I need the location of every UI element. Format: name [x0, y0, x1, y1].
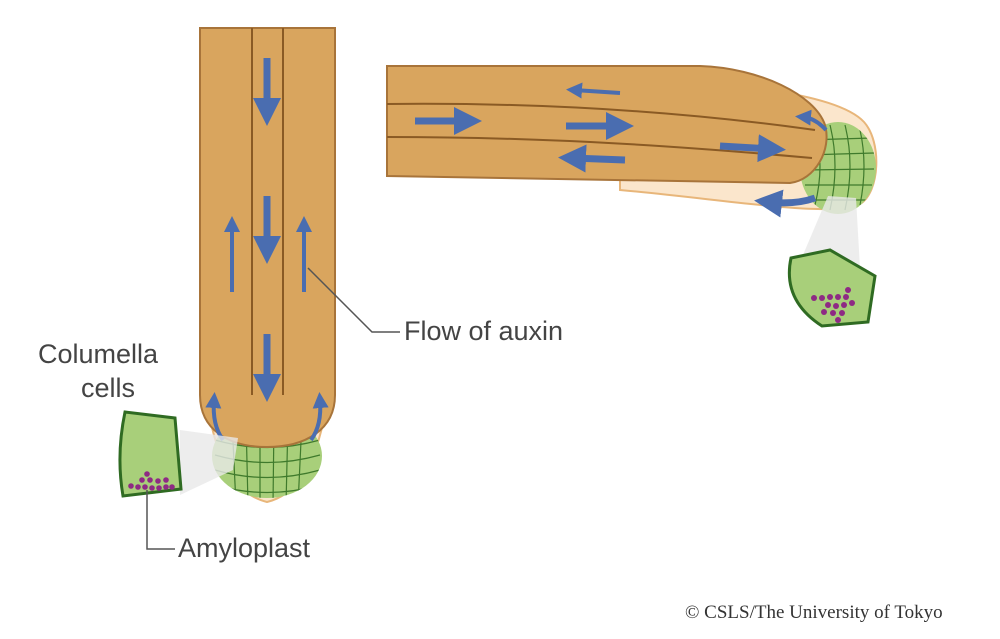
horizontal-root: [386, 65, 878, 218]
amyloplast-leader: [146, 490, 175, 550]
columella-cell-magnified-left: [118, 410, 238, 498]
horizontal-auxin-return-arrows: [558, 82, 828, 218]
columella-cells-label-line2: cells: [81, 373, 136, 403]
copyright-notice: © CSLS/The University of Tokyo: [685, 602, 943, 623]
columella-cell-magnified-right: [787, 196, 877, 328]
flow-of-auxin-label: Flow of auxin: [404, 316, 564, 346]
columella-cells-label-line1: Columella: [38, 339, 159, 369]
amyloplast-label: Amyloplast: [178, 533, 311, 563]
amyloplast-dots-right: [811, 287, 855, 323]
flow-of-auxin-leader: [307, 267, 400, 333]
horizontal-auxin-forward-arrows: [415, 107, 786, 163]
amyloplast-dots-left: [128, 471, 175, 491]
